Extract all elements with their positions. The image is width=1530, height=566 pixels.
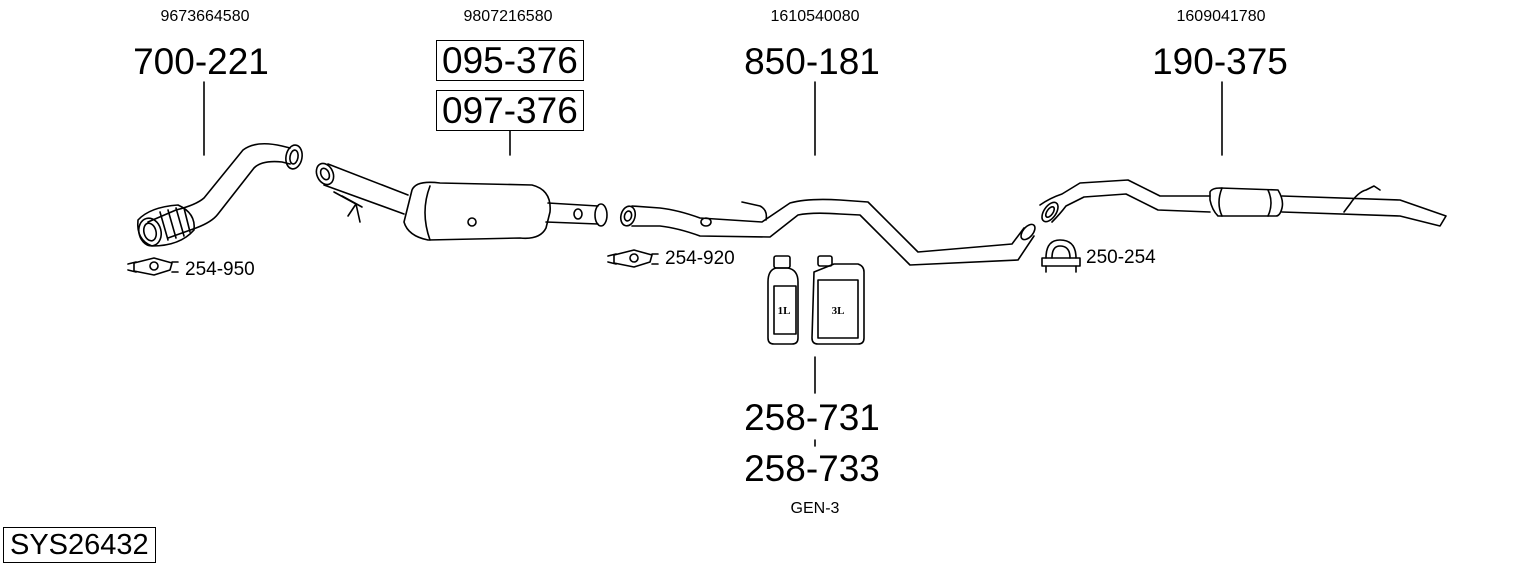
intermediate-pipe-drawing bbox=[619, 198, 1036, 266]
part-number-258-733[interactable]: 258-733 bbox=[744, 448, 880, 489]
rear-silencer-drawing bbox=[1039, 179, 1447, 227]
clamp-label-250-254[interactable]: 250-254 bbox=[1086, 247, 1156, 268]
clamp-label-254-920[interactable]: 254-920 bbox=[665, 248, 735, 269]
oe-number-rear-silencer: 1609041780 bbox=[1176, 8, 1266, 25]
bottle-volume-label: 1L bbox=[778, 305, 791, 317]
fluid-note: GEN-3 bbox=[790, 500, 840, 517]
oe-number-front-pipe: 9673664580 bbox=[160, 8, 250, 25]
clamp-254-950-drawing bbox=[127, 257, 179, 276]
canister-volume-label: 3L bbox=[832, 305, 845, 317]
clamp-254-920-drawing bbox=[607, 249, 659, 268]
part-number-095-376[interactable]: 095-376 bbox=[436, 40, 584, 81]
part-number-097-376[interactable]: 097-376 bbox=[436, 90, 584, 131]
part-number-258-731[interactable]: 258-731 bbox=[744, 397, 880, 438]
oe-number-intermediate-pipe: 1610540080 bbox=[770, 8, 860, 25]
clamp-label-254-950[interactable]: 254-950 bbox=[185, 259, 255, 280]
part-number-850-181[interactable]: 850-181 bbox=[744, 41, 880, 82]
front-pipe-drawing bbox=[136, 142, 303, 247]
oe-number-particulate-filter: 9807216580 bbox=[463, 8, 553, 25]
fluid-canister-drawing bbox=[811, 255, 865, 345]
particulate-filter-drawing bbox=[315, 162, 608, 241]
part-number-700-221[interactable]: 700-221 bbox=[133, 41, 269, 82]
fluid-bottle-drawing bbox=[767, 255, 799, 345]
system-code: SYS26432 bbox=[3, 527, 156, 563]
part-number-190-375[interactable]: 190-375 bbox=[1152, 41, 1288, 82]
clamp-250-254-drawing bbox=[1041, 239, 1081, 273]
